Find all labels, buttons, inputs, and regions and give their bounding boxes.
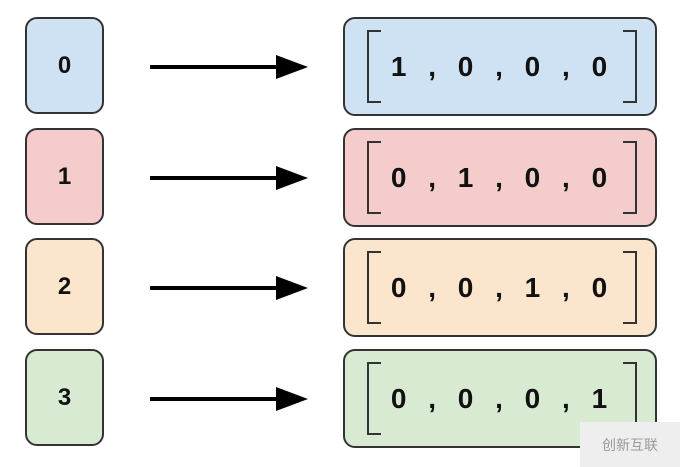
label-box-0: 0 (25, 17, 104, 114)
left-bracket (367, 30, 381, 103)
right-bracket (623, 251, 637, 324)
vector-box-0: 1 , 0 , 0 , 0 (343, 17, 657, 116)
arrow-2 (150, 276, 308, 300)
right-bracket (623, 141, 637, 214)
one-hot-vector: 1 , 0 , 0 , 0 (390, 50, 610, 82)
watermark-logo: 创新互联 (580, 422, 680, 467)
left-bracket (367, 251, 381, 324)
label-box-1: 1 (25, 128, 104, 225)
one-hot-vector: 0 , 0 , 1 , 0 (390, 271, 610, 303)
left-bracket (367, 141, 381, 214)
arrow-1 (150, 166, 308, 190)
arrow-3 (150, 387, 308, 411)
one-hot-vector: 0 , 1 , 0 , 0 (390, 161, 610, 193)
label-box-3: 3 (25, 349, 104, 446)
right-bracket (623, 30, 637, 103)
left-bracket (367, 362, 381, 435)
vector-box-2: 0 , 0 , 1 , 0 (343, 238, 657, 337)
vector-box-1: 0 , 1 , 0 , 0 (343, 128, 657, 227)
watermark-text: 创新互联 (602, 436, 658, 453)
label-box-2: 2 (25, 238, 104, 335)
one-hot-vector: 0 , 0 , 0 , 1 (390, 382, 610, 414)
arrow-0 (150, 55, 308, 79)
